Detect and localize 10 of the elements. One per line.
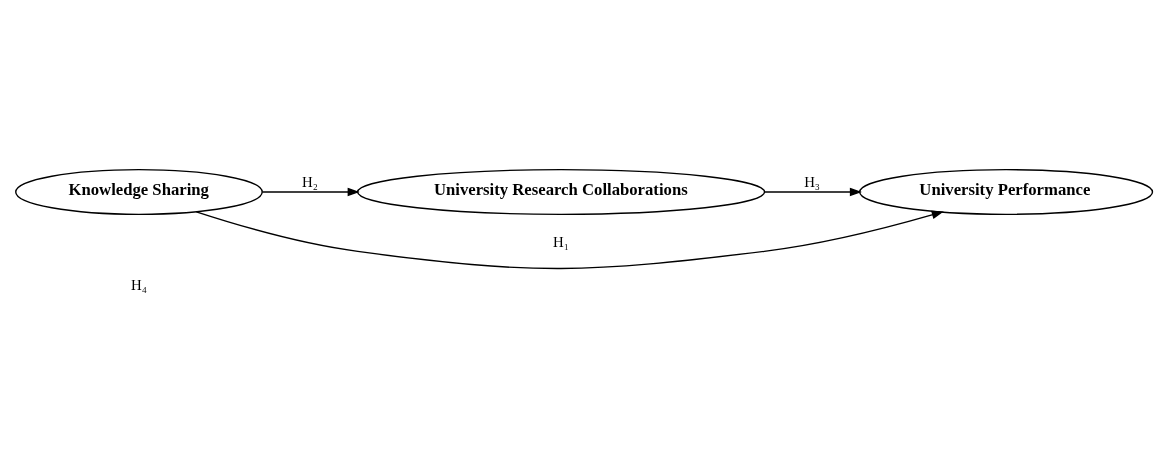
edge-label: H₃ — [804, 173, 821, 190]
edge-label: H₁ — [553, 233, 569, 250]
arrow — [261, 187, 360, 196]
node-ellipse: University Performance — [859, 168, 1154, 215]
label: H₄ — [131, 276, 147, 293]
node-ellipse: University Research Collaborations — [356, 168, 766, 215]
arrow — [195, 210, 944, 269]
arrow — [763, 187, 862, 196]
node-ellipse: Knowledge Sharing — [15, 168, 263, 215]
edge-label: H₂ — [302, 173, 318, 190]
